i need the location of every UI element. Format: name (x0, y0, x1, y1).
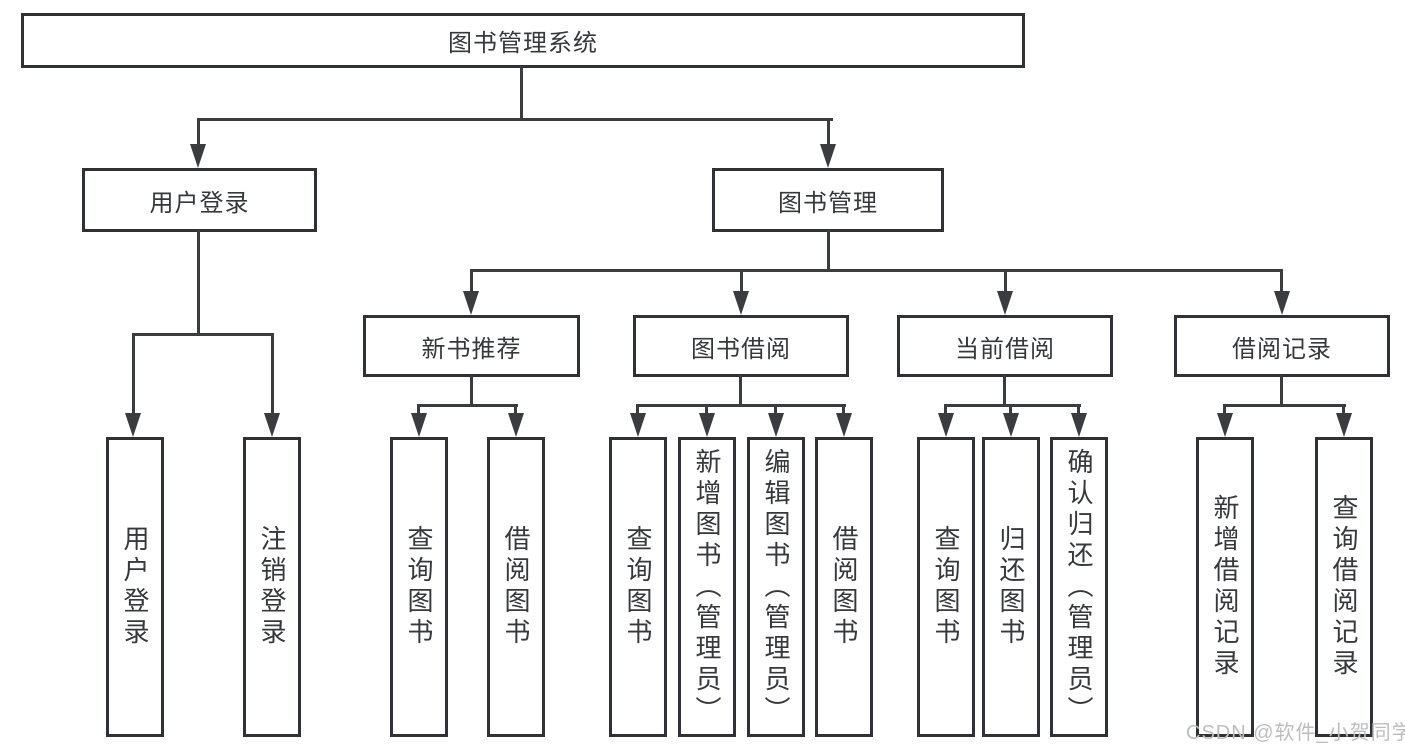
connector-line (827, 230, 830, 272)
node-user-login-label: 用户登录 (149, 189, 250, 217)
connector-line (636, 404, 846, 407)
arrow-down-icon (1003, 413, 1019, 437)
connector-line (1009, 404, 1012, 416)
connector-line (470, 269, 473, 293)
connector-line (739, 375, 742, 407)
connector-line (520, 66, 523, 120)
arrow-down-icon (1071, 413, 1087, 437)
connector-line (705, 404, 708, 416)
leaf-add-book-admin: 新增图书（管理员） (678, 437, 736, 737)
leaf-return-books: 归还图书 (982, 437, 1040, 737)
connector-line (944, 404, 1081, 407)
leaf-add-book-admin-label: 新增图书（管理员） (692, 447, 722, 727)
arrow-down-icon (768, 413, 784, 437)
node-borrow-records-label: 借阅记录 (1232, 335, 1332, 363)
node-new-book-recommend: 新书推荐 (363, 315, 580, 377)
connector-line (944, 404, 947, 416)
leaf-add-borrow-record: 新增借阅记录 (1196, 437, 1254, 737)
connector-line (417, 404, 518, 407)
connector-line (417, 404, 420, 416)
arrow-down-icon (190, 144, 206, 168)
leaf-query-books-current: 查询图书 (917, 437, 975, 737)
leaf-confirm-return-admin: 确认归还（管理员） (1050, 437, 1108, 737)
arrow-down-icon (820, 144, 836, 168)
node-current-borrow-label: 当前借阅 (955, 335, 1055, 363)
leaf-query-borrow-record: 查询借阅记录 (1315, 437, 1373, 737)
leaf-edit-book-admin-label: 编辑图书（管理员） (761, 447, 791, 727)
connector-line (470, 269, 1282, 272)
leaf-borrow-books-recommend: 借阅图书 (487, 437, 545, 737)
leaf-query-books-recommend-label: 查询图书 (404, 525, 434, 649)
arrow-down-icon (411, 413, 427, 437)
connector-line (197, 230, 200, 336)
node-new-book-recommend-label: 新书推荐 (421, 335, 522, 363)
leaf-logout-label: 注销登录 (257, 525, 287, 649)
connector-line (1077, 404, 1080, 416)
connector-line (197, 118, 200, 146)
node-current-borrow: 当前借阅 (897, 315, 1113, 377)
arrow-down-icon (733, 291, 749, 315)
connector-line (842, 404, 845, 416)
connector-line (470, 375, 473, 407)
leaf-borrow-books-recommend-label: 借阅图书 (501, 525, 531, 649)
node-borrow-records: 借阅记录 (1174, 315, 1390, 377)
connector-line (1223, 404, 1226, 416)
leaf-edit-book-admin: 编辑图书（管理员） (747, 437, 805, 737)
connector-line (514, 404, 517, 416)
arrow-down-icon (938, 413, 954, 437)
leaf-logout: 注销登录 (243, 437, 301, 737)
leaf-user-login: 用户登录 (106, 437, 164, 737)
connector-line (740, 269, 743, 293)
leaf-borrow-books: 借阅图书 (815, 437, 873, 737)
arrow-down-icon (1274, 291, 1290, 315)
node-book-borrow-label: 图书借阅 (691, 335, 791, 363)
connector-line (636, 404, 639, 416)
leaf-query-books-recommend: 查询图书 (390, 437, 448, 737)
leaf-query-borrow-record-label: 查询借阅记录 (1329, 494, 1359, 680)
node-book-management-label: 图书管理 (778, 189, 878, 217)
arrow-down-icon (264, 413, 280, 437)
leaf-return-books-label: 归还图书 (996, 525, 1026, 649)
leaf-add-borrow-record-label: 新增借阅记录 (1210, 494, 1240, 680)
node-book-borrow: 图书借阅 (633, 315, 849, 377)
connector-line (1280, 375, 1283, 407)
connector-line (197, 118, 833, 121)
connector-line (1003, 375, 1006, 407)
node-library-system: 图书管理系统 (21, 13, 1025, 68)
arrow-down-icon (699, 413, 715, 437)
connector-line (1004, 269, 1007, 293)
connector-line (1280, 269, 1283, 293)
connector-line (1342, 404, 1345, 416)
leaf-query-books-current-label: 查询图书 (931, 525, 961, 649)
leaf-query-books-borrow-label: 查询图书 (623, 525, 653, 649)
leaf-query-books-borrow: 查询图书 (609, 437, 667, 737)
node-user-login: 用户登录 (82, 168, 317, 232)
connector-line (827, 118, 830, 146)
connector-line (132, 333, 135, 415)
arrow-down-icon (836, 413, 852, 437)
connector-line (132, 333, 274, 336)
connector-line (774, 404, 777, 416)
watermark: CSDN @软件_小贺同学 (1186, 722, 1405, 744)
arrow-down-icon (125, 413, 141, 437)
arrow-down-icon (1336, 413, 1352, 437)
connector-line (271, 333, 274, 415)
node-book-management: 图书管理 (712, 168, 944, 232)
connector-line (1223, 404, 1346, 407)
node-library-system-label: 图书管理系统 (448, 30, 598, 57)
leaf-user-login-label: 用户登录 (120, 525, 150, 649)
leaf-borrow-books-label: 借阅图书 (829, 525, 859, 649)
leaf-confirm-return-admin-label: 确认归还（管理员） (1064, 447, 1094, 727)
arrow-down-icon (1217, 413, 1233, 437)
arrow-down-icon (997, 291, 1013, 315)
arrow-down-icon (463, 291, 479, 315)
arrow-down-icon (630, 413, 646, 437)
arrow-down-icon (508, 413, 524, 437)
